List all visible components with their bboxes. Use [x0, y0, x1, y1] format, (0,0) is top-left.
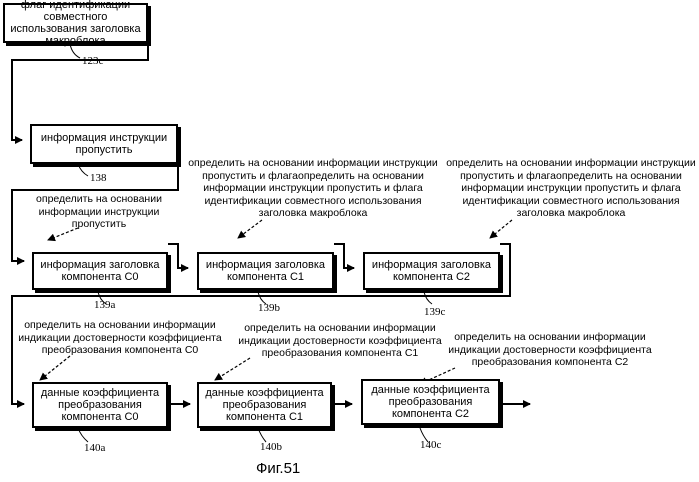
ref-139b: 139b: [258, 302, 280, 314]
header-c2-label: информация заголовка компонента C2: [367, 259, 496, 283]
coef-c0-box: данные коэффициента преобразования компо…: [32, 382, 168, 428]
annotation-b-c0: определить на основании информации индик…: [14, 319, 226, 357]
flag-box-label: флаг идентификации совместного использов…: [7, 0, 144, 47]
ref-140b: 140b: [260, 441, 282, 453]
annotation-b-c2: определить на основании информации индик…: [444, 331, 656, 369]
annotation-a-c1: определить на основании информации инстр…: [188, 157, 438, 220]
coef-c1-label: данные коэффициента преобразования компо…: [201, 387, 328, 423]
ref-140a: 140a: [84, 442, 105, 454]
coef-c1-box: данные коэффициента преобразования компо…: [197, 382, 332, 428]
header-c0-label: информация заголовка компонента C0: [36, 259, 164, 283]
coef-c2-label: данные коэффициента преобразования компо…: [365, 384, 496, 420]
flag-box: флаг идентификации совместного использов…: [3, 3, 148, 43]
ref-123c: 123c: [82, 55, 103, 67]
header-c1-label: информация заголовка компонента C1: [201, 259, 330, 283]
header-c1-box: информация заголовка компонента C1: [197, 252, 334, 290]
pointer-b-c1: [215, 358, 250, 380]
ref-139a: 139a: [94, 299, 115, 311]
pointer-b-c0: [40, 356, 70, 380]
pointer-a-c2: [490, 220, 512, 238]
pointer-a-c1: [238, 220, 262, 238]
skip-info-box-label: информация инструкции пропустить: [34, 132, 174, 156]
ref-139c: 139c: [424, 306, 445, 318]
header-c0-box: информация заголовка компонента C0: [32, 252, 168, 290]
figure-caption: Фиг.51: [256, 460, 300, 477]
skip-info-box: информация инструкции пропустить: [30, 124, 178, 164]
ref-138: 138: [90, 172, 107, 184]
ref-140c: 140c: [420, 439, 441, 451]
annotation-a-c0: определить на основании информации инстр…: [14, 193, 184, 231]
annotation-b-c1: определить на основании информации индик…: [234, 322, 446, 360]
annotation-a-c2: определить на основании информации инстр…: [446, 157, 696, 220]
leader-140b: [258, 428, 266, 442]
leader-140a: [78, 428, 88, 442]
leader-138: [78, 164, 88, 176]
coef-c0-label: данные коэффициента преобразования компо…: [36, 387, 164, 423]
coef-c2-box: данные коэффициента преобразования компо…: [361, 379, 500, 425]
leader-139c: [424, 292, 432, 304]
header-c2-box: информация заголовка компонента C2: [363, 252, 500, 290]
